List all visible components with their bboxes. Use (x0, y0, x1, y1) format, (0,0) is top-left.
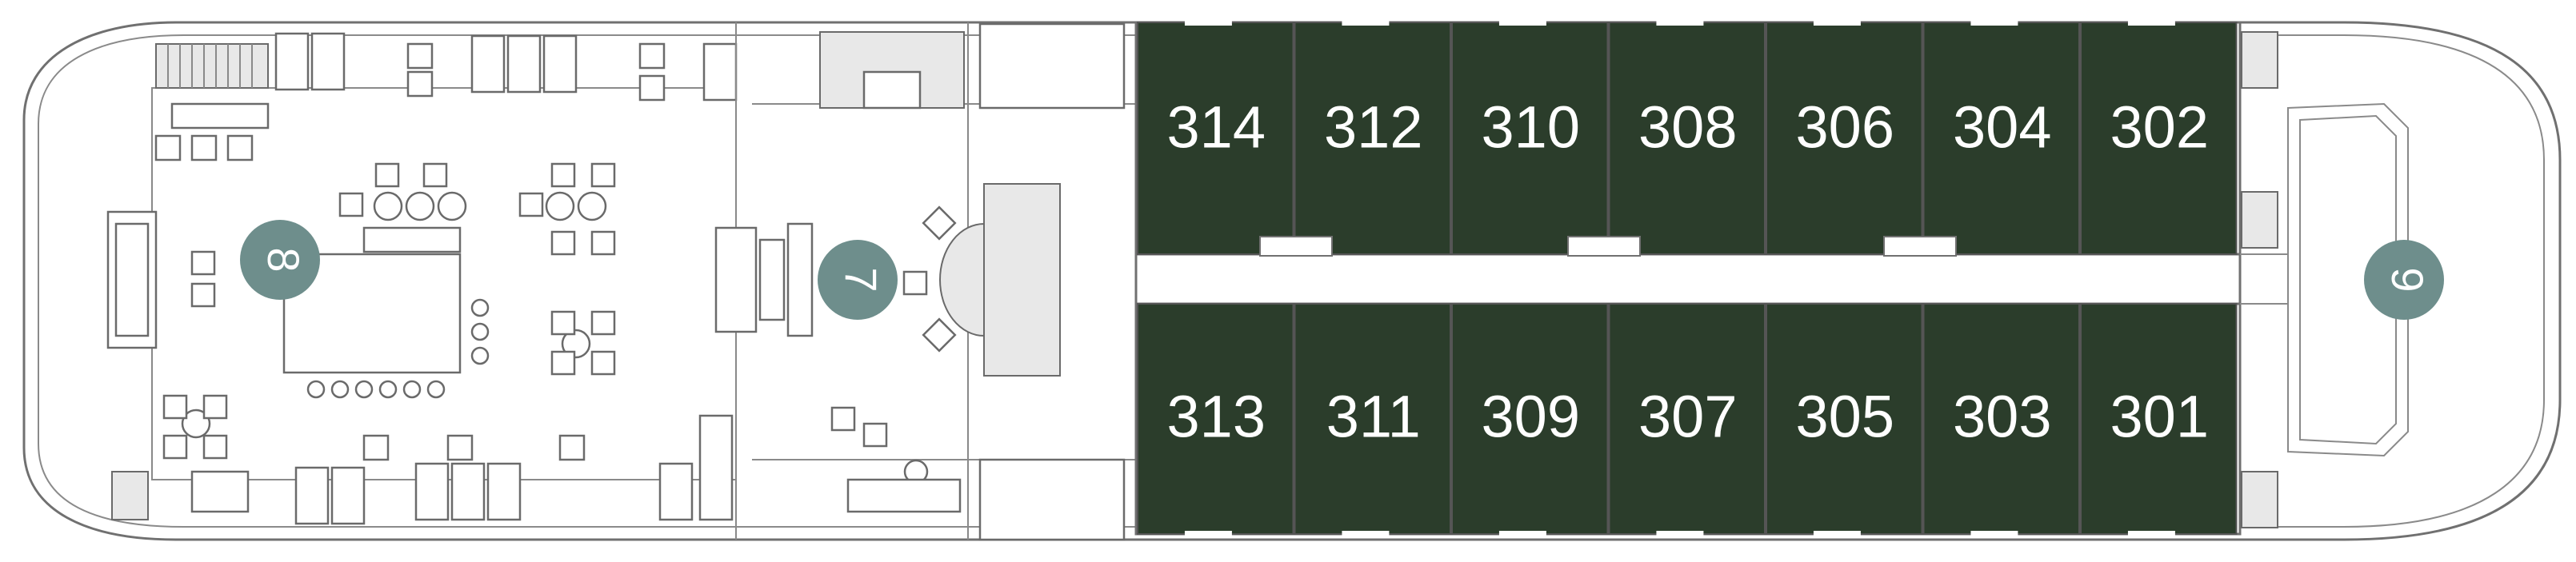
cabin-number: 312 (1324, 94, 1422, 161)
piano (190, 470, 250, 513)
cabin-fill (1294, 303, 1451, 535)
cabin-fill (2080, 303, 2238, 535)
cabin-window (2127, 20, 2175, 26)
cabin-number: 310 (1482, 94, 1580, 161)
reception-desk (714, 226, 758, 333)
cabin-window (1813, 20, 1861, 26)
location-markers: 8 7 9 (240, 220, 2444, 320)
chairs (162, 162, 616, 460)
seating-bottom-row (190, 414, 734, 525)
marker-circle (240, 220, 320, 300)
cabin-301[interactable]: 301 (2080, 303, 2238, 536)
hull (22, 21, 2562, 541)
round-tables (181, 191, 607, 439)
cabin-number: 307 (1638, 384, 1737, 450)
bow-area (2240, 31, 2409, 528)
cabin-304[interactable]: 304 (1922, 20, 2080, 255)
corridor-alcove (1259, 236, 1333, 257)
cabin-fill (1766, 22, 1923, 255)
cabin-309[interactable]: 309 (1451, 303, 1609, 536)
cabin-window (1970, 20, 2018, 26)
cabin-303[interactable]: 303 (1922, 303, 2080, 536)
cabin-number: 302 (2110, 94, 2209, 161)
cabins-bottom-row: 313 311 309 307 305 303 301 (1137, 303, 2238, 536)
corridor-alcove (1883, 236, 1957, 257)
cabin-number: 314 (1167, 94, 1266, 161)
cabin-fill (1922, 22, 2080, 255)
cabin-number: 306 (1796, 94, 1894, 161)
cabin-308[interactable]: 308 (1608, 20, 1766, 255)
cabin-307[interactable]: 307 (1608, 303, 1766, 536)
cabin-window (1813, 531, 1861, 536)
cabin-fill (1451, 303, 1609, 535)
grand-staircase (983, 183, 1061, 377)
cabin-fill (1294, 22, 1451, 255)
cabin-310[interactable]: 310 (1451, 20, 1609, 255)
stairs-mid-right (2241, 191, 2278, 249)
location-marker-9[interactable]: 9 (2364, 240, 2444, 320)
cabin-fill (2080, 22, 2238, 255)
stairs-top-right (2241, 31, 2278, 89)
cabin-302[interactable]: 302 (2080, 20, 2238, 255)
marker-number: 9 (2382, 267, 2433, 292)
corridor-alcove (1567, 236, 1641, 257)
cabin-window (1498, 20, 1546, 26)
atrium (714, 22, 1137, 541)
cabin-corridor (1134, 253, 2242, 305)
cabin-number: 301 (2110, 384, 2209, 450)
location-marker-7[interactable]: 7 (818, 240, 898, 320)
cabin-number: 309 (1482, 384, 1580, 450)
stairs-bottom-left (111, 471, 149, 520)
cabin-306[interactable]: 306 (1766, 20, 1923, 255)
cabin-window (1342, 531, 1390, 536)
marker-circle (2364, 240, 2444, 320)
cabin-window (1184, 20, 1232, 26)
marker-number: 8 (258, 247, 309, 272)
cabin-number: 308 (1638, 94, 1737, 161)
cabin-window (1656, 531, 1704, 536)
cabin-window (1656, 20, 1704, 26)
cabin-number: 304 (1953, 94, 2051, 161)
cabin-number: 313 (1167, 384, 1266, 450)
stairs-top-left (155, 43, 269, 89)
location-marker-8[interactable]: 8 (240, 220, 320, 300)
cabin-window (1342, 20, 1390, 26)
lounge-area (106, 32, 738, 525)
cabin-313[interactable]: 313 (1137, 303, 1294, 536)
cabin-fill (1451, 22, 1609, 255)
marker-circle (818, 240, 898, 320)
cabin-window (1498, 531, 1546, 536)
marker-number: 7 (836, 267, 886, 292)
cabin-fill (1137, 22, 1294, 255)
elevator-stairs-top (819, 31, 965, 109)
cabin-312[interactable]: 312 (1294, 20, 1451, 255)
seating-top-row (154, 32, 738, 161)
cabin-number: 303 (1953, 384, 2051, 450)
cabin-311[interactable]: 311 (1294, 303, 1451, 536)
cabin-window (1184, 531, 1232, 536)
stairs-bottom-right (2241, 471, 2278, 528)
cabin-fill (1137, 303, 1294, 535)
cabin-305[interactable]: 305 (1766, 303, 1923, 536)
cabin-number: 311 (1326, 384, 1421, 450)
cabin-number: 305 (1796, 384, 1894, 450)
cabin-block: 314 312 310 308 306 304 302 313 311 309 307 305 303… (1134, 20, 2242, 536)
cabin-window (2127, 531, 2175, 536)
cabin-fill (1922, 303, 2080, 535)
cabin-314[interactable]: 314 (1137, 20, 1294, 255)
cabin-window (1970, 531, 2018, 536)
cabin-fill (1608, 22, 1766, 255)
